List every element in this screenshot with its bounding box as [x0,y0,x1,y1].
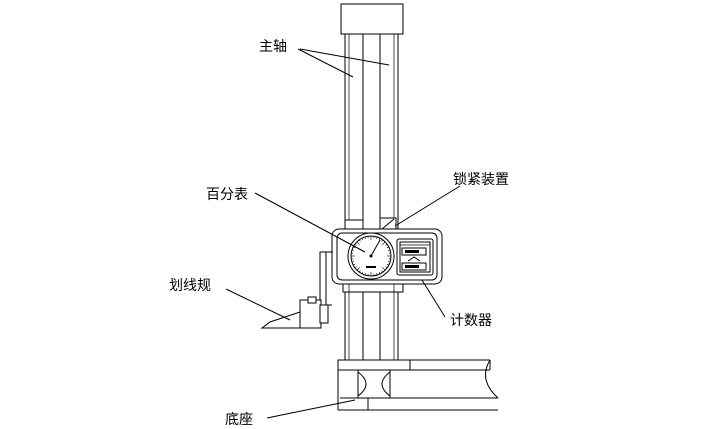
leader-lines [225,48,461,419]
dial-tick [382,241,386,245]
label-dial-indicator: 百分表 [206,187,248,203]
base [337,359,499,411]
label-lock-device: 锁紧装置 [453,172,509,188]
dial-tick [385,266,388,268]
dial-tick [359,239,361,242]
dial-tick [378,238,381,241]
dial-tick [378,271,381,274]
dial-tick [351,249,354,251]
dial-tick [354,244,357,246]
label-counter: 计数器 [450,313,492,329]
dial-tick [381,270,383,273]
dial-tick [364,273,366,276]
dial-tick [382,267,386,271]
dial-tick [361,271,364,274]
dial-tick [353,263,356,266]
scriber-blade [260,311,301,329]
dial-tick [353,246,356,249]
dial-tick [385,244,388,246]
right-column [379,33,399,361]
dial-tick [359,270,361,273]
label-base: 底座 [225,412,253,428]
lock-device [344,217,397,231]
dial-tick [364,236,366,239]
dial-tick [388,249,391,251]
dial-needle [370,239,381,257]
dial-tick [376,273,378,276]
dial-tick [381,239,383,242]
dial-tick [361,238,364,241]
dial-ticks [351,236,391,276]
scriber-assembly [260,251,333,329]
label-scriber: 划线规 [169,278,211,294]
dial-indicator [347,232,395,280]
dial-tick [386,263,389,266]
left-column [344,33,364,361]
dial-tick [356,267,360,271]
dial-tick [356,241,360,245]
dial-tick [351,261,354,263]
dial-tick [388,261,391,263]
dial-tick [376,236,378,239]
label-main-shaft: 主轴 [259,39,287,55]
dial-tick [386,246,389,249]
top-cap [340,3,404,35]
dial-tick [354,266,357,268]
main-shaft-columns [344,33,399,361]
counter [396,238,434,276]
